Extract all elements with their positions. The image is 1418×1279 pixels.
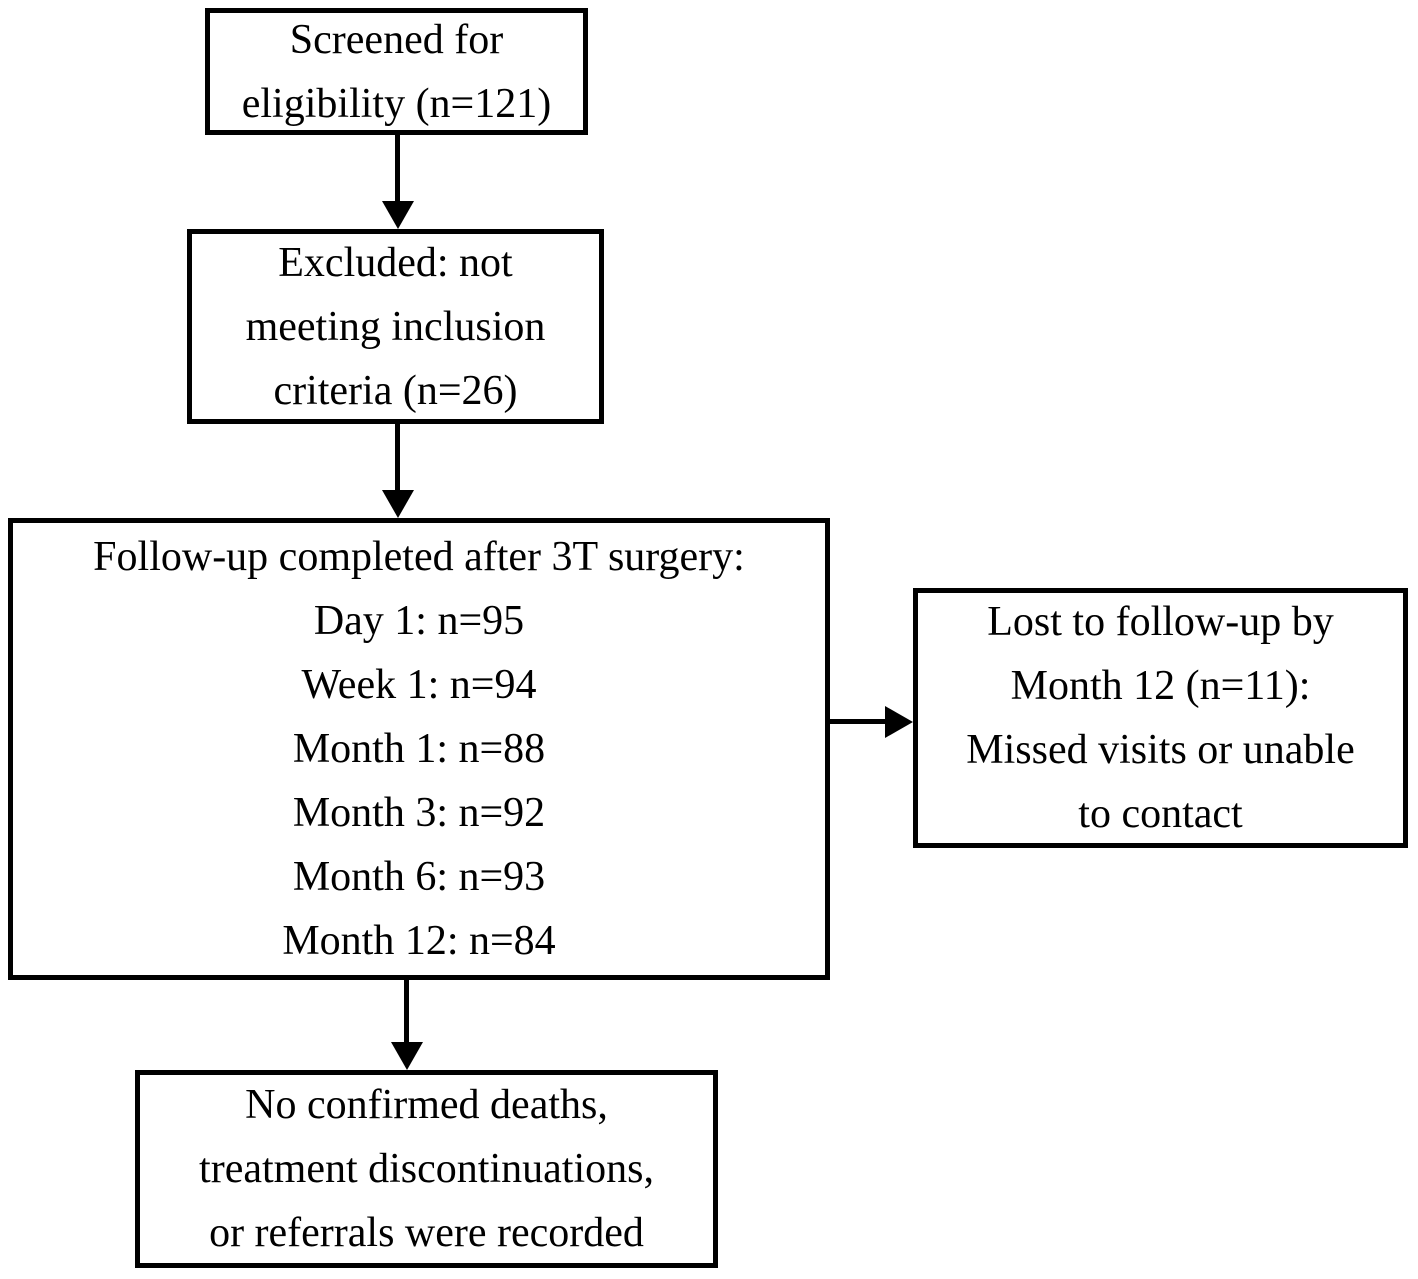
arrowhead-right-icon xyxy=(885,706,913,738)
box-text-line: Week 1: n=94 xyxy=(301,662,537,708)
box-text-line: Month 1: n=88 xyxy=(292,726,546,772)
box-text-line: Follow-up completed after 3T surgery: xyxy=(93,534,745,580)
box-text-line: treatment discontinuations, xyxy=(199,1146,654,1192)
box-text-line: Missed visits or unable xyxy=(966,727,1355,773)
box-text-line: Month 12 (n=11): xyxy=(1010,663,1311,709)
box-text-line: criteria (n=26) xyxy=(273,367,518,414)
box-followup-completed: Follow-up completed after 3T surgery: Da… xyxy=(8,518,830,980)
box-text-line: Excluded: not xyxy=(278,239,513,286)
box-text-line: to contact xyxy=(1078,791,1243,837)
arrow-screened-to-excluded-shaft xyxy=(395,135,400,205)
box-lost-to-followup: Lost to follow-up by Month 12 (n=11): Mi… xyxy=(913,588,1408,848)
box-screened-for-eligibility: Screened for eligibility (n=121) xyxy=(205,8,588,135)
arrowhead-down-icon xyxy=(382,490,414,518)
box-text-line: Screened for xyxy=(289,16,504,63)
arrowhead-down-icon xyxy=(391,1042,423,1070)
arrow-followup-to-outcome-shaft xyxy=(404,980,409,1042)
arrow-excluded-to-followup-shaft xyxy=(395,424,400,490)
box-text-line: Day 1: n=95 xyxy=(313,598,525,644)
box-text-line: Month 6: n=93 xyxy=(292,854,546,900)
box-text-line: or referrals were recorded xyxy=(209,1210,644,1256)
box-text-line: No confirmed deaths, xyxy=(245,1082,608,1128)
box-text-line: Month 12: n=84 xyxy=(282,918,556,964)
arrow-followup-to-lost-shaft xyxy=(830,719,889,724)
box-no-confirmed-events: No confirmed deaths, treatment discontin… xyxy=(135,1070,718,1268)
box-excluded-not-meeting-criteria: Excluded: not meeting inclusion criteria… xyxy=(187,229,604,424)
arrowhead-down-icon xyxy=(382,201,414,229)
box-text-line: meeting inclusion xyxy=(245,303,546,350)
box-text-line: Month 3: n=92 xyxy=(292,790,546,836)
box-text-line: eligibility (n=121) xyxy=(241,80,552,127)
box-text-line: Lost to follow-up by xyxy=(987,599,1334,645)
